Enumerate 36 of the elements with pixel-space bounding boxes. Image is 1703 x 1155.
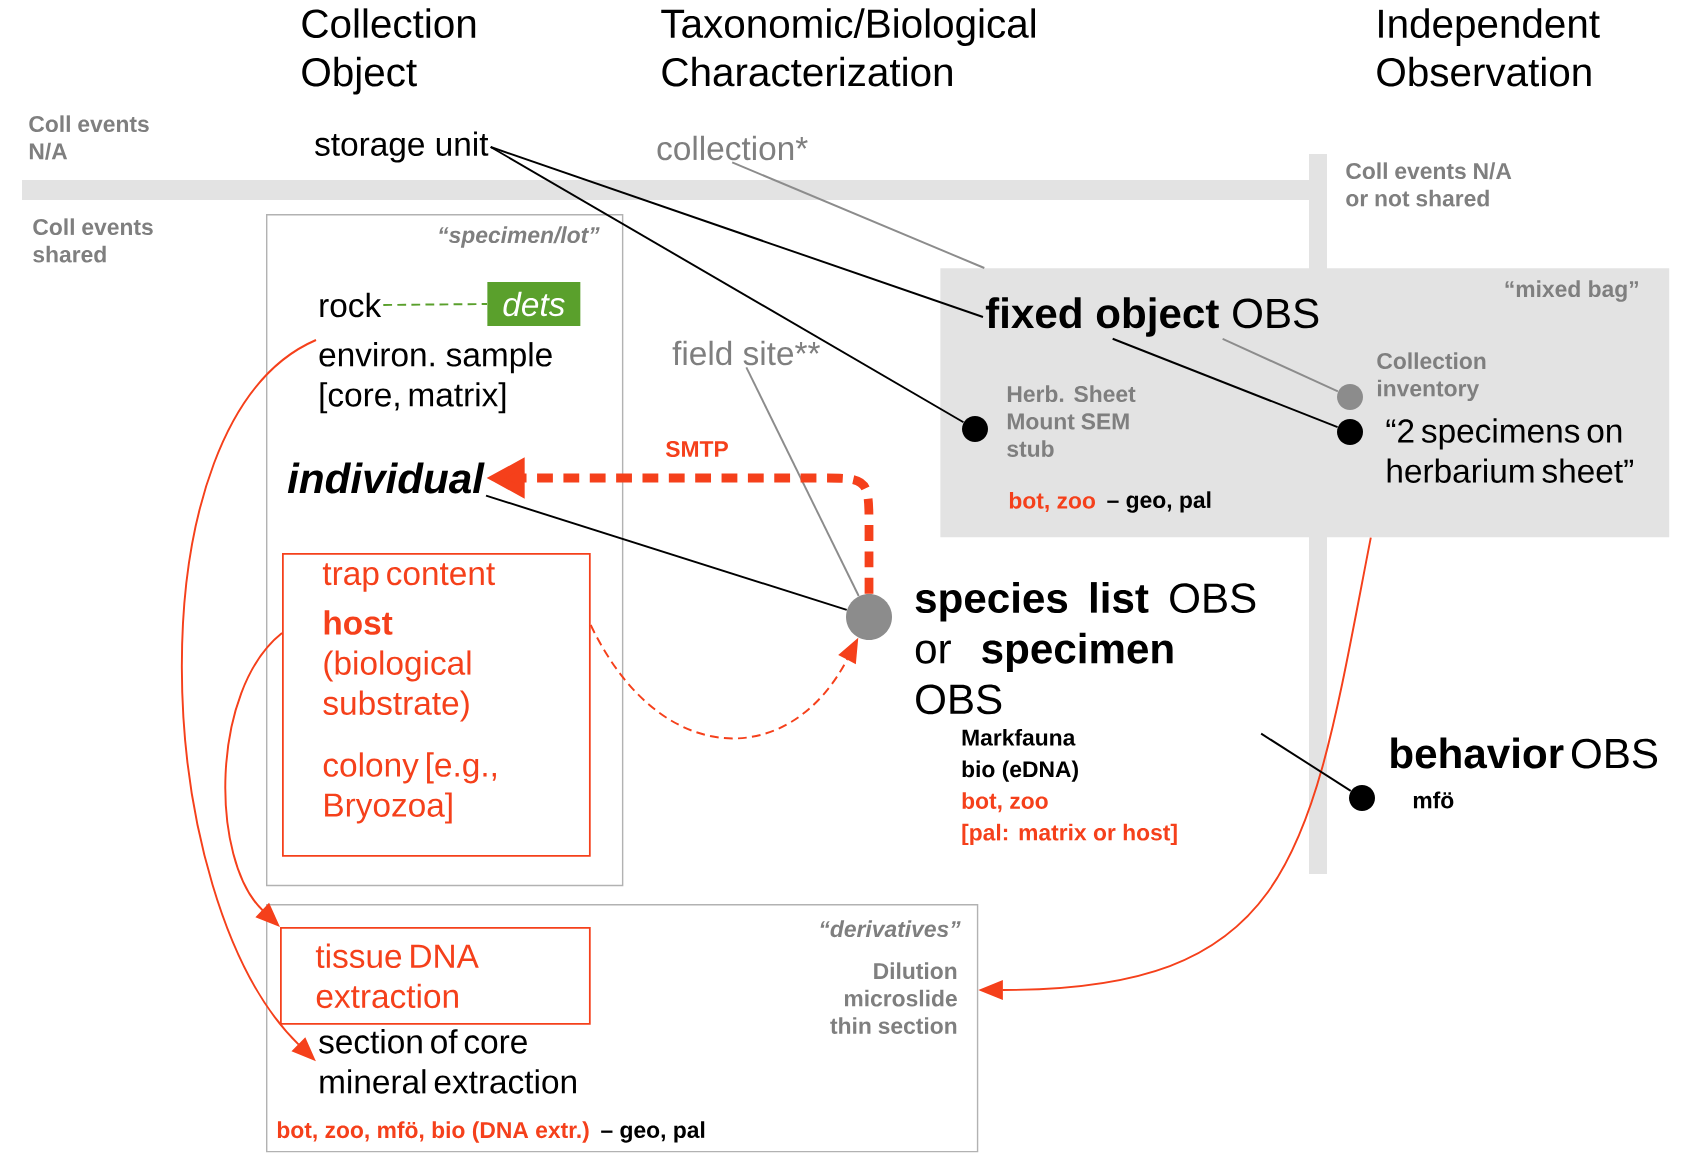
column-heading: Collection Object	[302, 8, 476, 95]
connector	[382, 303, 488, 306]
connector	[1111, 337, 1339, 429]
zone-label: Coll events N/A or not shared	[1346, 162, 1512, 207]
dot-caption: Herb. Sheet Mount SEM stub	[1007, 385, 1136, 457]
item-text: storage unit	[315, 131, 489, 163]
item-text: section of core mineral extraction	[319, 1029, 576, 1094]
connector	[1221, 337, 1339, 393]
dot-caption: Collection inventory	[1377, 352, 1486, 402]
connector	[1260, 732, 1352, 792]
dot-caption: mfö	[1413, 791, 1454, 809]
connector	[489, 146, 965, 424]
item-text: rock	[320, 292, 382, 318]
dot-caption: behavior OBS	[1391, 737, 1658, 769]
category-box: tissue DNA extraction	[280, 927, 591, 1025]
connector	[485, 494, 848, 611]
column-heading: Independent Observation	[1377, 8, 1600, 87]
connector	[731, 161, 986, 269]
category-box: trap content host (biological substrate) colony [e.g., Bryozoa]	[282, 553, 591, 857]
connector	[224, 632, 283, 927]
item-text: field site**	[672, 340, 820, 366]
zone-label: Coll events shared	[33, 218, 153, 263]
item-text: individual	[287, 462, 485, 494]
tag-box: dets	[487, 282, 581, 326]
edge-label: SMTP	[663, 439, 731, 459]
dot	[846, 594, 892, 640]
connector	[589, 624, 859, 739]
item-text: environ. sample [core, matrix]	[319, 342, 552, 414]
connector	[745, 366, 860, 597]
observation-text: species list OBS or specimen OBS Markfauna bio (eDNA) bot, zoo [pal: matrix or host]	[915, 582, 1256, 846]
column-heading: Taxonomic/Biological Characterization	[661, 8, 1035, 87]
observation-text: fixed object OBS	[985, 297, 1319, 337]
zone-label: Coll events N/A	[29, 115, 149, 160]
connector	[489, 146, 984, 318]
item-text: collection*	[657, 135, 808, 161]
dot-caption: “2 specimens on herbarium sheet”	[1386, 418, 1633, 483]
